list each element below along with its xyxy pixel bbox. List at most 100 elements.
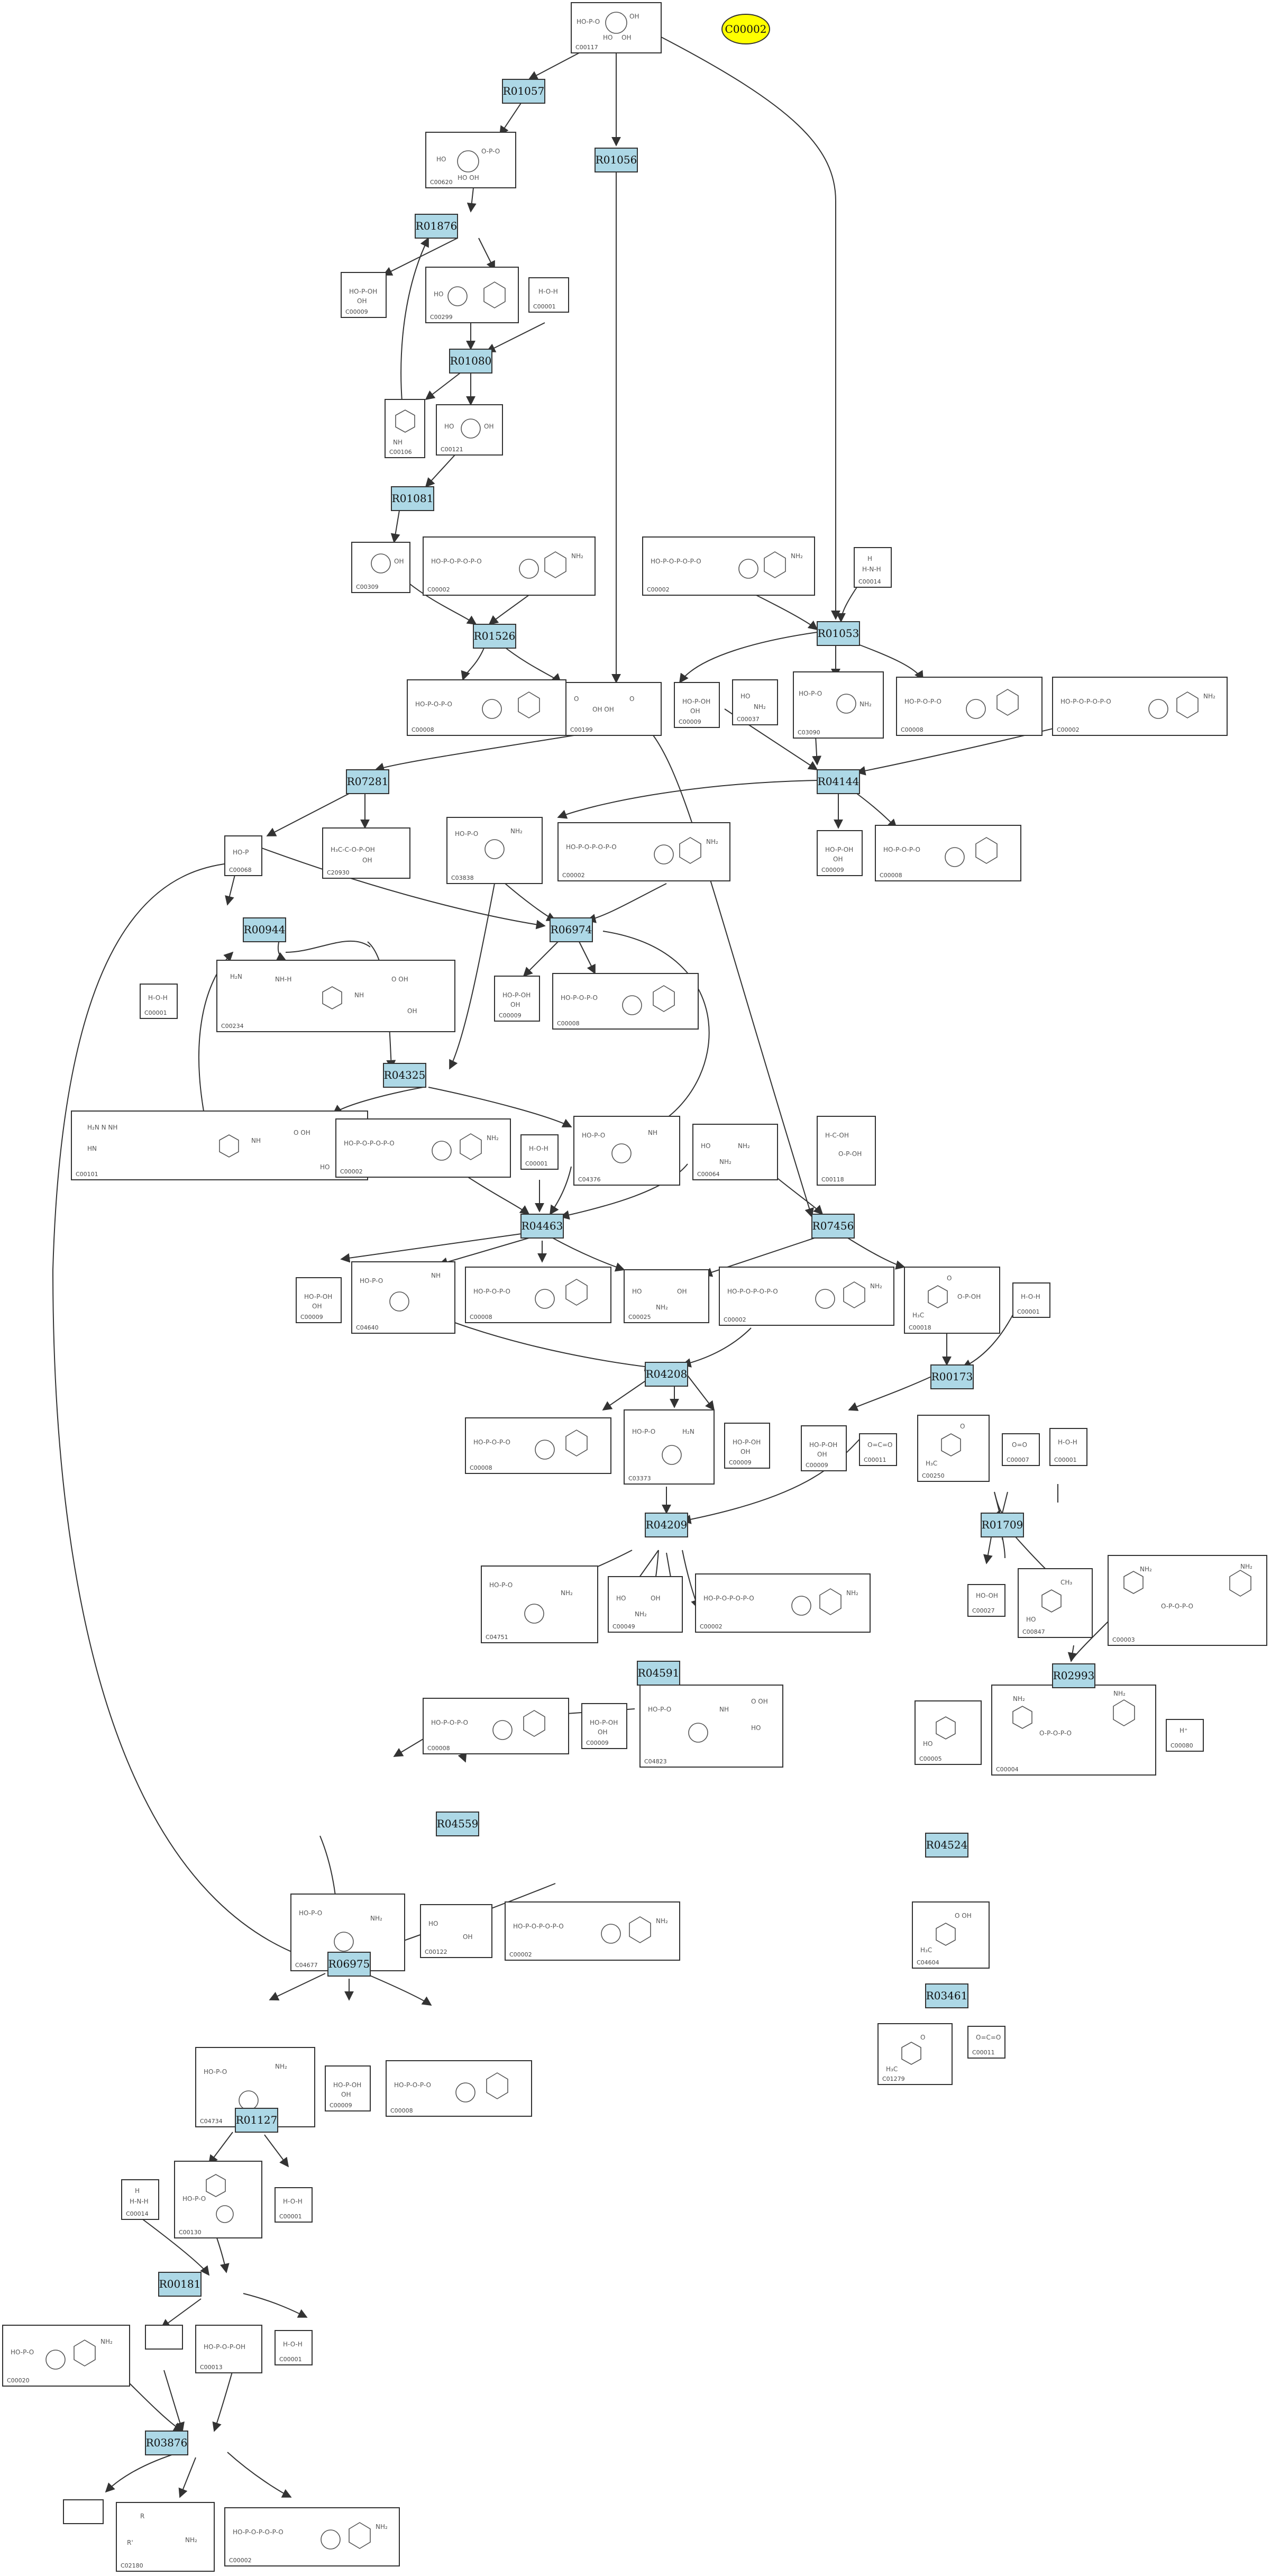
reaction-R01080[interactable]: R01080 (449, 349, 492, 374)
compound-C00001e[interactable]: H-O-H C00001 (1049, 1428, 1087, 1466)
compound-C00250[interactable]: O H₃C C00250 (917, 1415, 990, 1482)
compound-C00049[interactable]: HO OH NH₂ C00049 (608, 1576, 683, 1633)
compound-C03373[interactable]: HO-P-O H₂N C03373 (624, 1409, 715, 1485)
compound-C00002f[interactable]: HO-P-O-P-O-P-O NH₂ C00002 (335, 1118, 511, 1178)
reaction-R01127[interactable]: R01127 (235, 2108, 278, 2133)
compound-C00004[interactable]: NH₂ O-P-O-P-O NH₂ C00004 (991, 1685, 1156, 1776)
compound-C00009d[interactable]: HO-P-OH OH C00009 (494, 976, 540, 1022)
compound-C00299[interactable]: HO C00299 (425, 267, 519, 323)
reaction-R01876[interactable]: R01876 (415, 214, 458, 239)
compound-C04640[interactable]: HO-P-O NH C04640 (351, 1261, 455, 1334)
reaction-R01057[interactable]: R01057 (502, 79, 545, 104)
compound-C00620[interactable]: O-P-O HO HO OH C00620 (425, 132, 516, 188)
compound-C00009b[interactable]: HO-P-OH OH C00009 (674, 682, 720, 728)
compound-C00002i[interactable]: HO-P-O-P-O-P-O NH₂ C00002 (505, 1901, 680, 1961)
compound-C00027[interactable]: HO-OH C00027 (967, 1584, 1005, 1617)
compound-C00118[interactable]: H-C-OH O-P-OH C00118 (817, 1116, 876, 1186)
reaction-R01053[interactable]: R01053 (817, 621, 860, 646)
compound-C00234[interactable]: H₂N NH-H NH O OH OH C00234 (216, 960, 455, 1032)
compound-C03838[interactable]: HO-P-O NH₂ C03838 (446, 817, 543, 884)
compound-C00309[interactable]: OH C00309 (351, 542, 410, 593)
compound-C00014b[interactable]: H H-N-H C00014 (121, 2179, 159, 2220)
reaction-R06975[interactable]: R06975 (327, 1952, 371, 1977)
compound-C00068[interactable]: HO-P C00068 (224, 835, 262, 876)
compound-C00001d[interactable]: H-O-H C00001 (1012, 1282, 1050, 1318)
compound-C00080[interactable]: H⁺ C00080 (1166, 1719, 1204, 1752)
compound-C00001f[interactable]: H-O-H C00001 (275, 2187, 313, 2223)
compound-C00002c[interactable]: HO-P-O-P-O-P-O NH₂ C00002 (642, 536, 815, 596)
compound-C00001a[interactable]: H-O-H C00001 (528, 277, 569, 313)
reaction-R01526[interactable]: R01526 (473, 624, 516, 649)
compound-C00101[interactable]: H₂N N NH HN NH O OH HO C00101 (71, 1110, 368, 1180)
compound-C00001c[interactable]: H-O-H C00001 (520, 1134, 559, 1170)
compound-C01279[interactable]: O H₃C C01279 (877, 2023, 953, 2085)
reaction-R02993[interactable]: R02993 (1052, 1663, 1095, 1688)
compound-C00037[interactable]: HO NH₂ C00037 (732, 679, 778, 725)
compound-C00018[interactable]: O O-P-OH H₃C C00018 (904, 1267, 1000, 1334)
reaction-R03461[interactable]: R03461 (925, 1983, 968, 2008)
reaction-R01056[interactable]: R01056 (595, 148, 638, 172)
compound-C00064[interactable]: HO NH₂ NH₂ C00064 (692, 1124, 778, 1180)
reaction-R00173[interactable]: R00173 (930, 1364, 974, 1389)
reaction-R00944[interactable]: R00944 (243, 917, 286, 942)
reaction-R03876[interactable]: R03876 (145, 2431, 188, 2455)
reaction-R00181[interactable]: R00181 (158, 2272, 202, 2297)
compound-C00122[interactable]: HO OH C00122 (420, 1904, 492, 1958)
compound-C00009g[interactable]: HO-P-OH OH C00009 (801, 1425, 847, 1471)
compound-C00020[interactable]: HO-P-O NH₂ C00020 (2, 2325, 130, 2387)
reaction-R04208[interactable]: R04208 (645, 1362, 688, 1387)
reaction-R04144[interactable]: R04144 (817, 769, 860, 794)
compound-C00002g[interactable]: HO-P-O-P-O-P-O NH₂ C00002 (719, 1267, 894, 1326)
reaction-R04463[interactable]: R04463 (520, 1214, 564, 1239)
compound-C00013[interactable]: HO-P-O-P-OH C00013 (195, 2325, 262, 2373)
compound-C00121[interactable]: HO OH C00121 (436, 404, 503, 456)
compound-C00008h[interactable]: HO-P-O-P-O C00008 (386, 2060, 532, 2117)
compound-C00130[interactable]: HO-P-O C00130 (174, 2161, 262, 2238)
compound-C00011a[interactable]: O=C=O C00011 (859, 1433, 897, 1466)
compound-C03090[interactable]: HO-P-O NH₂ C03090 (793, 671, 884, 739)
compound-C00847[interactable]: CH₃ HO C00847 (1018, 1568, 1093, 1638)
compound-C00003[interactable]: NH₂ O-P-O-P-O NH₂ C00003 (1108, 1555, 1267, 1646)
compound-C00008f[interactable]: HO-P-O-P-O C00008 (465, 1417, 611, 1474)
compound-C04604[interactable]: O OH H₃C C04604 (912, 1901, 990, 1969)
compound-C00117[interactable]: HO-P-O OH HO OH C00117 (571, 2, 662, 53)
compound-C04376[interactable]: HO-P-O NH C04376 (573, 1116, 680, 1186)
compound-C00008a[interactable]: HO-P-O-P-O C00008 (407, 679, 566, 736)
reaction-R04325[interactable]: R04325 (383, 1063, 426, 1088)
reaction-R07281[interactable]: R07281 (346, 769, 389, 794)
compound-C00008g[interactable]: HO-P-O-P-O C00008 (423, 1698, 569, 1754)
compound-C02180[interactable]: R R' NH₂ C02180 (116, 2502, 215, 2572)
reaction-R01709[interactable]: R01709 (981, 1513, 1024, 1537)
compound-C00199[interactable]: O OH OH O C00199 (565, 682, 662, 736)
compound-C20930[interactable]: H₃C-C-O-P-OH OH C20930 (322, 827, 410, 879)
reaction-R06974[interactable]: R06974 (550, 917, 593, 942)
compound-C00025[interactable]: HO OH NH₂ C00025 (624, 1269, 709, 1323)
compound-C00014a[interactable]: H H-N-H C00014 (854, 547, 892, 588)
reaction-R04591[interactable]: R04591 (637, 1661, 680, 1686)
compound-C00008c[interactable]: HO-P-O-P-O C00008 (875, 825, 1021, 881)
reaction-R04209[interactable]: R04209 (645, 1513, 688, 1537)
compound-C00007[interactable]: O=O C00007 (1002, 1433, 1040, 1466)
compound-C00008d[interactable]: HO-P-O-P-O C00008 (552, 973, 699, 1030)
reaction-R04559[interactable]: R04559 (436, 1812, 479, 1836)
reaction-R01081[interactable]: R01081 (391, 486, 434, 511)
compound-C00009h[interactable]: HO-P-OH OH C00009 (581, 1703, 627, 1749)
compound-C00009a[interactable]: HO-P-OH OH C00009 (341, 272, 387, 318)
compound-C00106[interactable]: NH C00106 (385, 399, 425, 458)
compound-C00005[interactable]: HO C00005 (915, 1700, 982, 1765)
compound-C00009c[interactable]: HO-P-OH OH C00009 (817, 830, 863, 876)
compound-C00002h[interactable]: HO-P-O-P-O-P-O NH₂ C00002 (695, 1573, 871, 1633)
compound-C00009i[interactable]: HO-P-OH OH C00009 (325, 2065, 371, 2111)
compound-C00001g[interactable]: H-O-H C00001 (275, 2330, 313, 2365)
compound-C00002b[interactable]: HO-P-O-P-O-P-O NH₂ C00002 (423, 536, 596, 596)
map-node-C00002[interactable]: C00002 (721, 14, 770, 44)
compound-C00009f[interactable]: HO-P-OH OH C00009 (724, 1423, 770, 1469)
compound-C00011b[interactable]: O=C=O C00011 (967, 2026, 1005, 2059)
reaction-R07456[interactable]: R07456 (811, 1214, 855, 1239)
compound-C04751[interactable]: HO-P-O NH₂ C04751 (481, 1565, 598, 1643)
reaction-R04524[interactable]: R04524 (925, 1833, 968, 1858)
compound-C00008b[interactable]: HO-P-O-P-O C00008 (896, 677, 1043, 736)
compound-C00008e[interactable]: HO-P-O-P-O C00008 (465, 1267, 611, 1323)
compound-C00002d[interactable]: HO-P-O-P-O-P-O NH₂ C00002 (1052, 677, 1228, 736)
compound-C00002j[interactable]: HO-P-O-P-O-P-O NH₂ C00002 (224, 2507, 400, 2566)
